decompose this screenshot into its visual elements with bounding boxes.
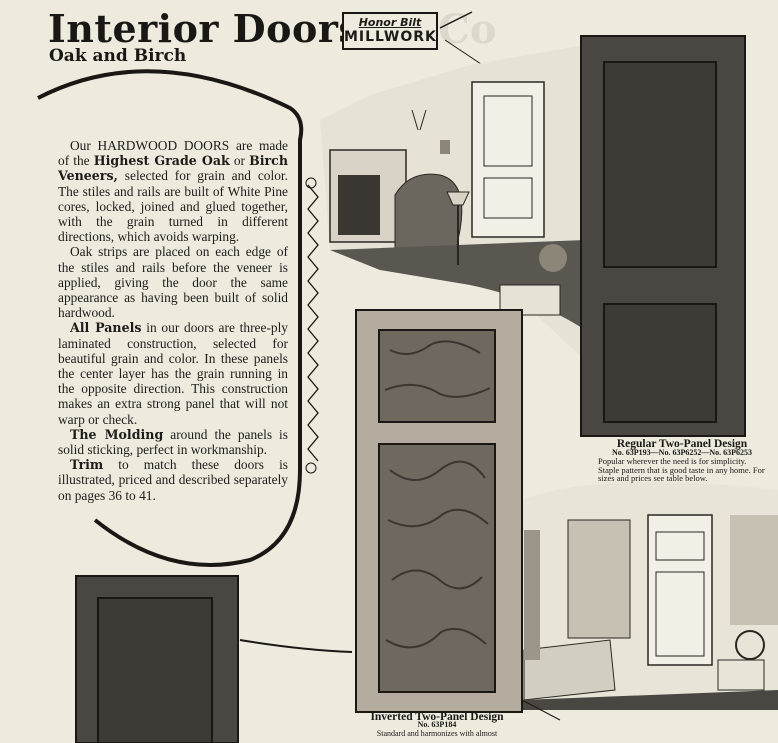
paragraph-4: The Molding around the panels is solid s… [58,426,288,458]
paragraph-1: Our HARDWOOD DOORS are made of the Highe… [58,138,288,245]
regular-two-panel-door [580,35,746,437]
caption-numbers: No. 63P184 [417,720,457,730]
page-title: Interior Doors [48,6,361,51]
caption-text: Popular wherever the need is for simplic… [598,456,765,484]
lower-swash-2 [521,699,561,721]
body-text: Our HARDWOOD DOORS are made of the Highe… [58,138,288,503]
logo-line-2: MILLWORK [344,29,437,45]
living-room-illustration [320,45,585,360]
paragraph-2: Oak strips are placed on each edge of th… [58,244,288,321]
title-swash [439,11,473,29]
lower-swash [239,639,353,653]
page-subtitle: Oak and Birch [49,46,187,66]
regular-door-caption: Regular Two-Panel Design No. 63P193—No. … [598,438,766,484]
inverted-door-caption: Inverted Two-Panel Design No. 63P184 Sta… [352,711,522,738]
lower-left-door [75,575,239,743]
ornament-curl-bottom [305,462,317,474]
caption-numbers: No. 63P193—No. 63P6252—No. 63P6253 [612,447,752,457]
paragraph-5: Trim to match these doors is illustrated… [58,457,288,503]
caption-heading: Regular Two-Panel Design [616,438,748,450]
bedroom-illustration [522,482,778,710]
ornament-curl-top [305,177,317,189]
paragraph-3: All Panels in our doors are three-ply la… [58,320,288,427]
logo-line-1: Honor Bilt [358,16,422,29]
caption-heading: Inverted Two-Panel Design [370,711,504,723]
zigzag-ornament [307,184,319,462]
honor-bilt-logo: Honor Bilt MILLWORK [342,12,438,50]
inverted-two-panel-door [355,309,523,713]
caption-text: Standard and harmonizes with almost [376,728,498,738]
